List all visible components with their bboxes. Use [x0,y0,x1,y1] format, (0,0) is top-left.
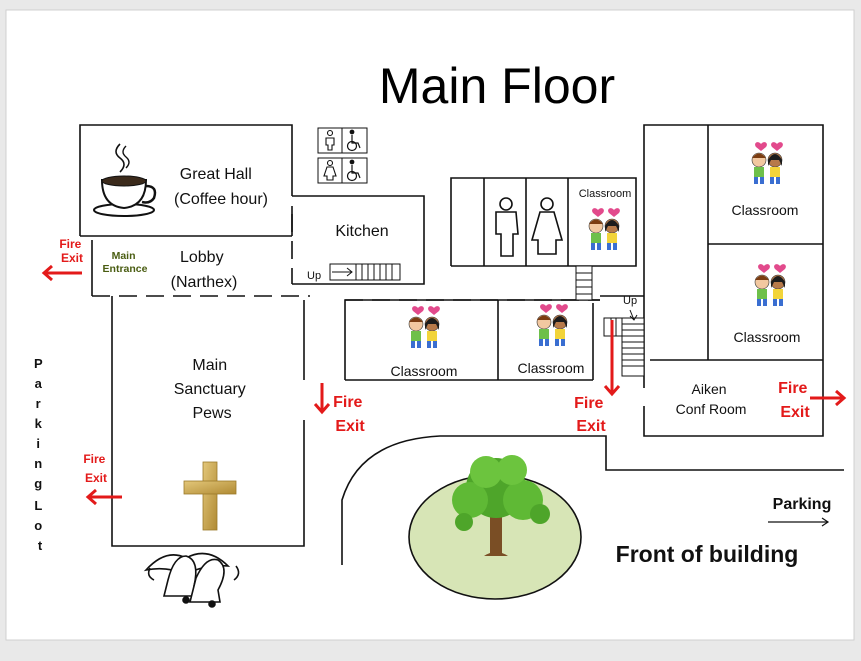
wheelchair-icon [346,129,361,152]
svg-text:Fire Exit: Fire Exit [333,394,367,435]
classroom-mid-right-label: Classroom [734,329,801,345]
fire-exit-sanctuary-west: Fire Exit [83,452,122,506]
walls [79,124,844,565]
stairs-up-label-left: Up [307,270,321,282]
great-hall-label: Great Hall (Coffee hour) [174,166,268,208]
stairs-left: Up [307,263,401,282]
main-entrance-label: Main Entrance [103,250,148,275]
restroom-women-icon [530,197,564,255]
tree-icon [452,455,550,556]
lobby-label: Lobby (Narthex) [171,249,238,291]
front-of-building-label: Front of building [616,541,799,567]
fire-exit-sanctuary-east: Fire Exit [313,383,367,435]
classroom-lower-left-label: Classroom [391,363,458,379]
fire-exit-aiken-east: Fire Exit [778,380,847,421]
svg-text:Fire Exit: Fire Exit [574,395,608,435]
kitchen-label: Kitchen [335,223,388,240]
classroom-lower-right-label: Classroom [518,360,585,376]
stairs-up-label-right: Up [623,295,637,307]
restroom-women-icon [323,159,337,181]
stairs-connector [575,265,593,301]
restroom-men-icon [325,129,335,151]
parking-label: Parking [773,496,832,513]
sanctuary-label: Main Sanctuary Pews [174,357,251,422]
svg-text:Fire Exit: Fire Exit [59,237,84,265]
svg-text:Fire Exit: Fire Exit [778,380,812,421]
aiken-conf-room-label: Aiken Conf Room [676,381,747,417]
classroom-small-label: Classroom [579,188,632,200]
svg-text:Fire Exit: Fire Exit [83,452,108,485]
cross-icon [183,461,237,531]
classroom-upper-right-label: Classroom [732,202,799,218]
map-title: Main Floor [379,58,615,114]
fire-exit-lobby: Fire Exit [41,237,84,282]
wheelchair-icon [346,159,361,182]
coffee-cup-icon [93,143,157,217]
parking-lot-label: P a r k i n g L o t [34,356,46,553]
restroom-men-icon [495,197,519,257]
parking-direction: Parking [768,496,832,527]
restroom-signs [317,127,368,184]
fire-exit-hall-south: Fire Exit [574,320,621,435]
bells-icon [143,552,240,608]
